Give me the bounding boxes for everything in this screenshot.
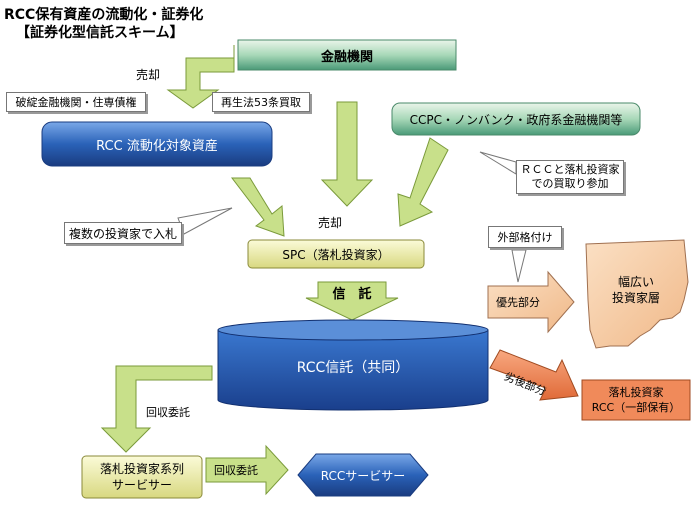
bidding-callout: 複数の投資家で入札 bbox=[64, 222, 182, 244]
servicer-winning-line1: 落札投資家系列 bbox=[99, 462, 184, 476]
servicer-winning-line2: サービサー bbox=[111, 478, 172, 492]
subordinate-arrow bbox=[489, 349, 579, 401]
bidding-pointer bbox=[177, 207, 233, 235]
ccpc-label: CCPC・ノンバンク・政府系金融機関等 bbox=[409, 112, 623, 127]
sale-top-label: 売却 bbox=[136, 68, 161, 82]
winning-holder-line1: 落札投資家 bbox=[608, 386, 664, 399]
investors-line2: 投資家層 bbox=[611, 291, 660, 305]
rcc-servicer-label: RCCサービサー bbox=[320, 468, 406, 483]
participation-line2: での買取り参加 bbox=[531, 177, 609, 190]
financial-institutions-label: 金融機関 bbox=[320, 49, 373, 65]
collection-arrow-bottom bbox=[205, 444, 289, 496]
external-rating-callout: 外部格付け bbox=[488, 226, 562, 248]
external-rating-pointer bbox=[511, 249, 527, 283]
rcc-assets-label: RCC 流動化対象資産 bbox=[96, 138, 218, 154]
winning-holder-line2: RCC（一部保有） bbox=[591, 401, 681, 414]
financial-institutions-box bbox=[237, 39, 457, 71]
spc-box bbox=[247, 239, 425, 269]
spc-label: SPC（落札投資家） bbox=[282, 247, 390, 262]
winning-holder-label: 落札投資家 RCC（一部保有） bbox=[582, 380, 690, 420]
participation-callout: ＲＣＣと落札投資家 での買取り参加 bbox=[516, 160, 624, 194]
ccpc-arrow bbox=[397, 137, 449, 227]
participation-line1: ＲＣＣと落札投資家 bbox=[520, 163, 620, 176]
collection-consign-left-label: 回収委託 bbox=[146, 406, 190, 419]
article53-callout: 再生法53条買取 bbox=[212, 92, 310, 112]
rcc-assets-box bbox=[41, 121, 273, 167]
investors-shape bbox=[585, 239, 689, 349]
servicer-winning-box bbox=[81, 455, 203, 499]
participation-pointer bbox=[479, 151, 517, 175]
senior-arrow bbox=[487, 270, 575, 334]
investors-line1: 幅広い bbox=[617, 275, 654, 289]
sale-arrow-mid bbox=[320, 101, 374, 207]
diagram-subtitle: 【証券化型信託スキーム】 bbox=[16, 25, 184, 41]
trust-tank-label: RCC信託（共同） bbox=[296, 360, 410, 376]
winning-holder-box bbox=[581, 379, 691, 421]
bidding-arrow bbox=[230, 177, 285, 237]
collection-arrow-left bbox=[100, 365, 213, 453]
sale-mid-label: 売却 bbox=[318, 216, 343, 230]
servicer-winning-label: 落札投資家系列 サービサー bbox=[82, 456, 202, 498]
bankrupt-assets-callout: 破綻金融機関・住専債権 bbox=[6, 92, 146, 112]
trust-label: 信 託 bbox=[332, 286, 372, 302]
senior-label: 優先部分 bbox=[496, 296, 540, 309]
trust-arrow bbox=[305, 281, 399, 321]
sale-arrow-top bbox=[166, 45, 235, 109]
diagram-title: RCC保有資産の流動化・証券化 bbox=[4, 7, 204, 23]
trust-tank-top bbox=[217, 319, 489, 341]
collection-consign-bottom-label: 回収委託 bbox=[214, 464, 258, 477]
trust-tank-body bbox=[217, 329, 489, 411]
ccpc-box bbox=[391, 102, 641, 136]
rcc-servicer-hexagon bbox=[297, 453, 429, 497]
investors-label: 幅広い 投資家層 bbox=[588, 268, 684, 312]
